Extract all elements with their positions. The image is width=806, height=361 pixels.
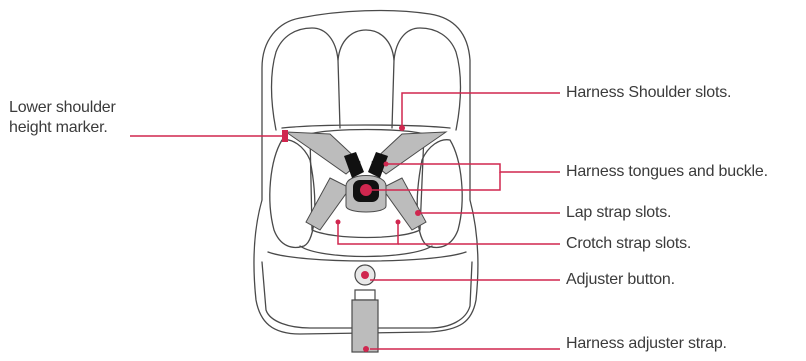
seat-base-line [267,251,467,262]
label-lower-shoulder-line2: height marker. [9,119,108,136]
headrest-center [337,29,395,61]
left-harness-tongue [344,152,364,178]
left-lap-strap [305,177,351,231]
label-crotch-strap-slots: Crotch strap slots. [566,235,692,252]
adjuster-button-dot [361,271,369,279]
callout-line-shoulder-slots [401,92,560,128]
right-harness-tongue [368,152,388,178]
tongue-dot [383,161,389,167]
adjuster-strap-dot [363,346,369,352]
harness-adjuster-strap [351,299,379,353]
callout-line-crotch-slots [337,222,399,245]
lap-slot-dot [415,210,421,216]
buckle-release-dot [360,184,372,196]
headrest-bottom [281,124,451,129]
right-lap-strap [381,177,427,231]
seat-cushion [299,245,433,258]
headrest-right-wing [391,27,462,131]
label-lower-shoulder-height-marker: Lower shoulder height marker. [9,98,116,138]
crotch-slot-right-dot [395,219,401,225]
headrest-left-wing [270,27,341,131]
label-lower-shoulder-line1: Lower shoulder [9,99,116,116]
label-harness-adjuster-strap: Harness adjuster strap. [566,335,727,352]
shoulder-slot-dot [399,125,405,131]
lower-shoulder-marker [282,130,288,142]
crotch-slot-left-dot [335,219,341,225]
label-adjuster-button: Adjuster button. [566,271,675,288]
callout-line-tongues [388,163,560,173]
label-harness-tongues-and-buckle: Harness tongues and buckle. [566,163,768,180]
callout-line-buckle [372,172,501,191]
seat-shell-outline [253,9,479,335]
label-lap-strap-slots: Lap strap slots. [566,204,672,221]
right-bolster [416,139,463,249]
inner-back [309,128,425,239]
left-bolster [269,139,316,249]
label-harness-shoulder-slots: Harness Shoulder slots. [566,84,732,101]
adjuster-strap-slot [354,289,376,301]
